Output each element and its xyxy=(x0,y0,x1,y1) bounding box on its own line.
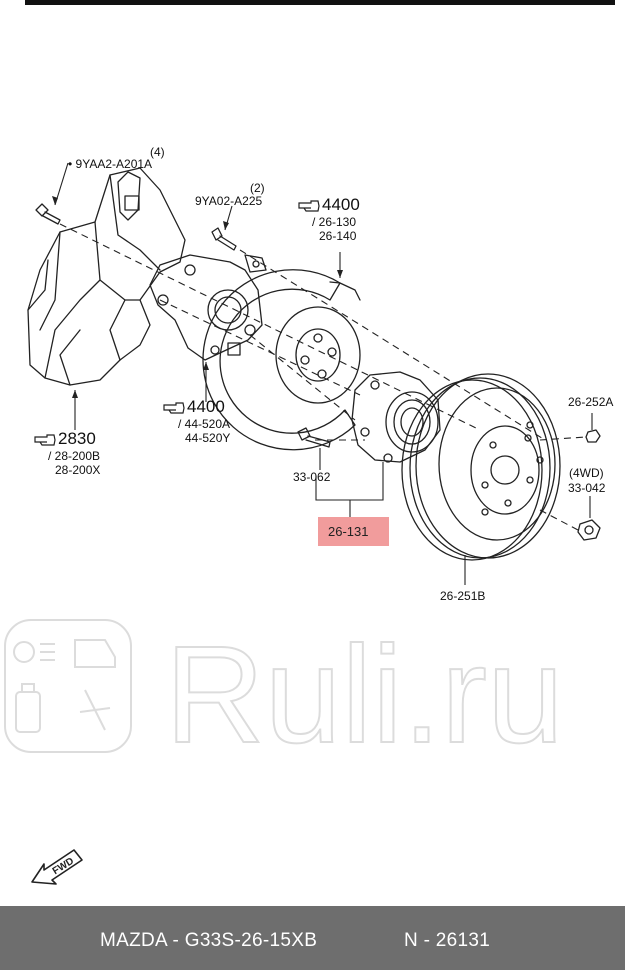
fwd-arrow-icon: FWD xyxy=(31,849,83,885)
footer-bar: MAZDA - G33S-26-15XB N - 26131 xyxy=(0,906,625,970)
pointing-hand-icon xyxy=(34,433,56,446)
label-28-200b[interactable]: / 28-200B xyxy=(48,449,101,463)
pointing-hand-icon xyxy=(298,199,320,212)
pointing-hand-icon xyxy=(163,401,185,414)
knuckle-body xyxy=(27,167,186,386)
label-28-200x[interactable]: 28-200X xyxy=(55,463,101,477)
mounting-plate xyxy=(149,254,263,361)
nut-33-042 xyxy=(577,519,601,541)
ref-4400-top-text: 4400 xyxy=(322,195,360,214)
ref-4400-top[interactable]: 4400 xyxy=(298,196,360,214)
dust-shield xyxy=(202,269,356,451)
dot-icon: • xyxy=(68,157,73,171)
fwd-label: FWD xyxy=(51,856,76,877)
exploded-parts-diagram xyxy=(27,162,601,585)
ref-2830-text: 2830 xyxy=(58,429,96,448)
label-44-520a[interactable]: / 44-520A xyxy=(178,417,231,431)
ref-4400-left-text: 4400 xyxy=(187,397,225,416)
label-9ya02-a225[interactable]: 9YA02-A225 xyxy=(195,194,263,208)
label-9yaa2-a201a[interactable]: • 9YAA2-A201A xyxy=(68,158,152,171)
ref-2830[interactable]: 2830 xyxy=(34,430,96,448)
label-9yaa2-text: 9YAA2-A201A xyxy=(75,157,153,171)
label-26-140[interactable]: 26-140 xyxy=(319,229,357,243)
label-26-252a[interactable]: 26-252A xyxy=(568,395,614,409)
ref-4400-left[interactable]: 4400 xyxy=(163,398,225,416)
label-4wd: (4WD) xyxy=(569,466,604,480)
watermark-text: Ruli.ru xyxy=(165,618,564,762)
label-44-520y[interactable]: 44-520Y xyxy=(185,431,231,445)
highlighted-part-26-131[interactable]: 26-131 xyxy=(318,517,389,546)
label-33-062[interactable]: 33-062 xyxy=(293,470,331,484)
bolt-9ya02 xyxy=(211,227,237,251)
label-26-251b[interactable]: 26-251B xyxy=(440,589,486,603)
qty-9yaa2: (4) xyxy=(150,145,165,159)
bolt-33-062 xyxy=(297,427,331,448)
footer-brand-part: MAZDA - G33S-26-15XB xyxy=(100,930,318,951)
bolt-9yaa2 xyxy=(35,203,61,225)
ruli-watermark-logo: Ruli.ru xyxy=(4,617,565,762)
label-33-042[interactable]: 33-042 xyxy=(568,481,606,495)
footer-number: N - 26131 xyxy=(404,930,491,951)
label-26-130[interactable]: / 26-130 xyxy=(312,215,357,229)
label-26-131: 26-131 xyxy=(328,524,369,539)
top-border xyxy=(25,0,615,5)
nut-26-252a xyxy=(585,429,601,443)
qty-9ya02: (2) xyxy=(250,181,265,195)
